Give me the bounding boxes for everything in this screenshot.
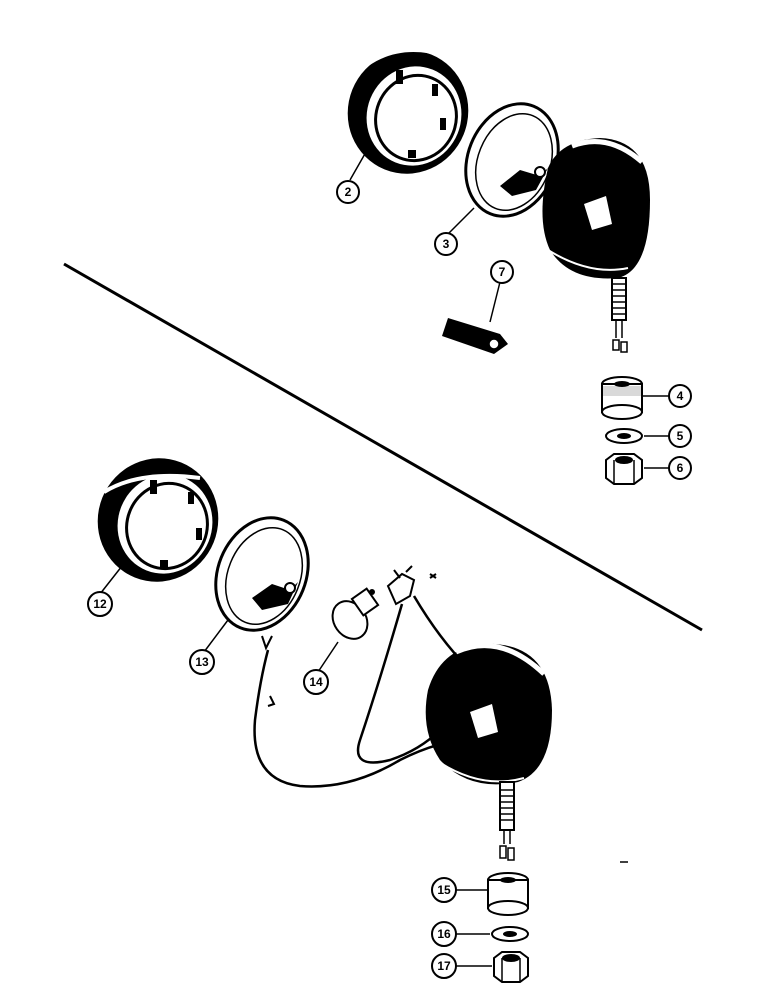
callout-3: 3: [434, 232, 458, 256]
svg-text:5: 5: [677, 429, 684, 443]
svg-text:2: 2: [345, 185, 352, 199]
callout-16: 16: [431, 921, 457, 947]
lower-rim-ring: [97, 458, 219, 582]
lower-lamp-assembly: [97, 458, 628, 983]
svg-text:15: 15: [437, 883, 451, 897]
lower-washer: [491, 926, 529, 942]
upper-spacer: [601, 376, 643, 420]
svg-text:6: 6: [677, 461, 684, 475]
callout-7: 7: [490, 260, 514, 284]
svg-text:16: 16: [437, 927, 451, 941]
leader-lines: [99, 151, 670, 967]
upper-rim-ring: [347, 48, 469, 174]
svg-text:13: 13: [195, 655, 209, 669]
lower-lamp-housing: [425, 643, 552, 861]
callout-5: 5: [668, 424, 692, 448]
lower-spacer: [487, 872, 529, 916]
callout-17: 17: [431, 953, 457, 979]
callout-14: 14: [303, 669, 329, 695]
callout-12: 12: [87, 591, 113, 617]
svg-text:17: 17: [437, 959, 451, 973]
upper-nut: [605, 453, 643, 485]
upper-washer: [605, 428, 643, 444]
callout-13: 13: [189, 649, 215, 675]
upper-mounting-bracket: [442, 318, 508, 354]
callout-2: 2: [336, 180, 360, 204]
svg-text:14: 14: [309, 675, 323, 689]
upper-lens-reflector: [464, 102, 560, 218]
svg-text:3: 3: [443, 237, 450, 251]
lower-nut: [493, 951, 529, 983]
svg-text:4: 4: [677, 389, 684, 403]
svg-text:12: 12: [93, 597, 107, 611]
lower-bulb: [331, 587, 380, 640]
separator-line: [63, 262, 703, 632]
callout-4: 4: [668, 384, 692, 408]
upper-lamp-assembly: [347, 48, 650, 485]
lower-lens-reflector: [214, 516, 310, 651]
svg-text:7: 7: [499, 265, 506, 279]
upper-lamp-housing: [542, 138, 650, 353]
callout-6: 6: [668, 456, 692, 480]
callout-15: 15: [431, 877, 457, 903]
